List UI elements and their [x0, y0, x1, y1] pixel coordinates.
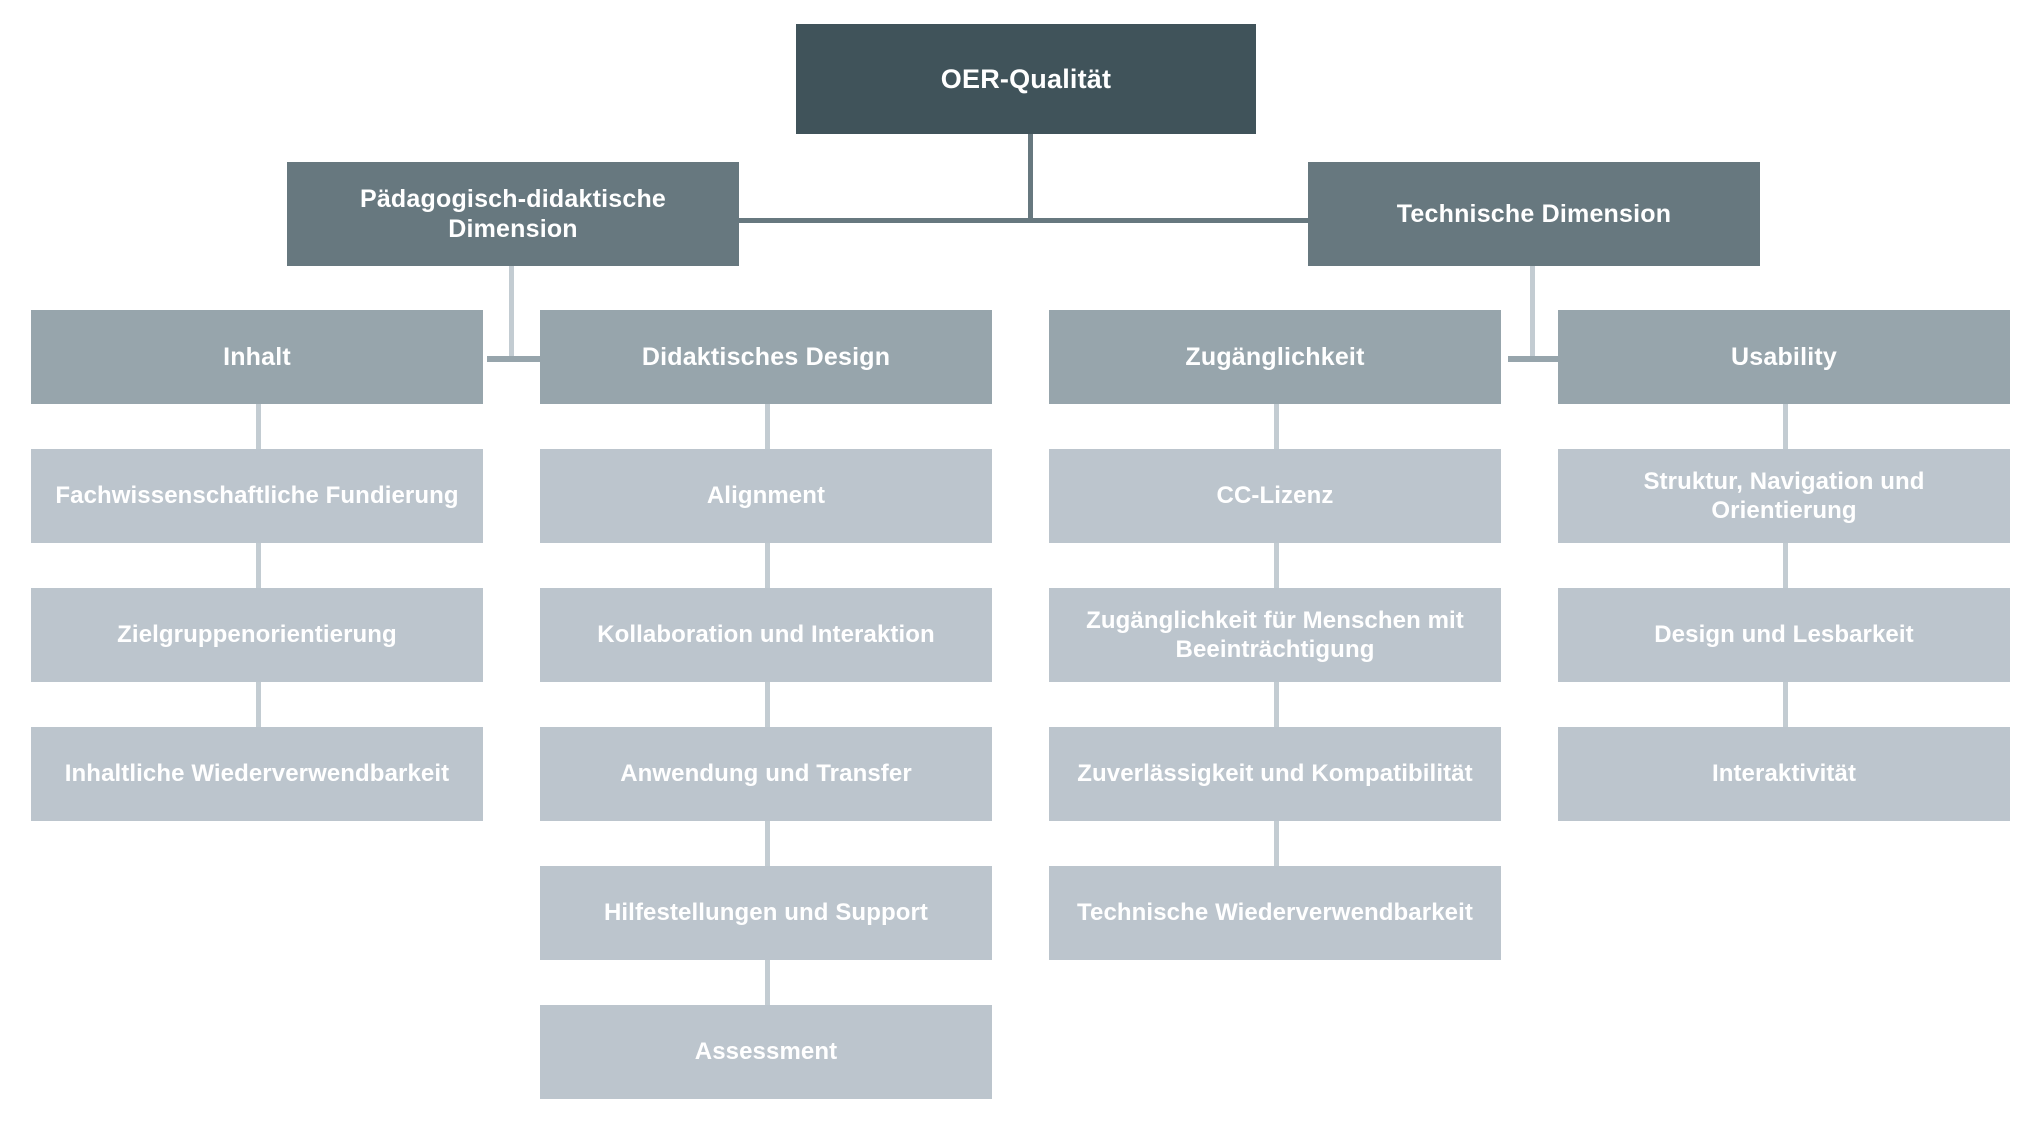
leaf-anwendung-und-transfer[interactable]: Anwendung und Transfer [540, 727, 992, 821]
leaf-design-und-lesbarkeit[interactable]: Design und Lesbarkeit [1558, 588, 2010, 682]
leaf-cc-lizenz[interactable]: CC-Lizenz [1049, 449, 1501, 543]
connector-tech-stem [1530, 266, 1535, 358]
node-dimension-technisch[interactable]: Technische Dimension [1308, 162, 1760, 266]
connector-ped-stem [509, 266, 514, 358]
node-root-oer-qualitaet[interactable]: OER-Qualität [796, 24, 1256, 134]
leaf-hilfestellungen-und-support[interactable]: Hilfestellungen und Support [540, 866, 992, 960]
node-dimension-paedagogisch-didaktisch[interactable]: Pädagogisch-didaktische Dimension [287, 162, 739, 266]
node-category-inhalt[interactable]: Inhalt [31, 310, 483, 404]
leaf-fachwissenschaftliche-fundierung[interactable]: Fachwissenschaftliche Fundierung [31, 449, 483, 543]
leaf-kollaboration-und-interaktion[interactable]: Kollaboration und Interaktion [540, 588, 992, 682]
connector-root-stem [1028, 134, 1033, 222]
leaf-struktur-navigation-und-orientierung[interactable]: Struktur, Navigation und Orientierung [1558, 449, 2010, 543]
leaf-zielgruppenorientierung[interactable]: Zielgruppenorientierung [31, 588, 483, 682]
node-category-didaktisches-design[interactable]: Didaktisches Design [540, 310, 992, 404]
connector-ped-bar [487, 356, 545, 362]
leaf-technische-wiederverwendbarkeit[interactable]: Technische Wiederverwendbarkeit [1049, 866, 1501, 960]
node-category-zugaenglichkeit[interactable]: Zugänglichkeit [1049, 310, 1501, 404]
connector-root-bar [735, 218, 1320, 223]
leaf-interaktivitaet[interactable]: Interaktivität [1558, 727, 2010, 821]
leaf-inhaltliche-wiederverwendbarkeit[interactable]: Inhaltliche Wiederverwendbarkeit [31, 727, 483, 821]
leaf-zugaenglichkeit-fuer-menschen-mit-beeintraechtigung[interactable]: Zugänglichkeit für Menschen mit Beeinträ… [1049, 588, 1501, 682]
leaf-zuverlaessigkeit-und-kompatibilitaet[interactable]: Zuverlässigkeit und Kompatibilität [1049, 727, 1501, 821]
leaf-assessment[interactable]: Assessment [540, 1005, 992, 1099]
connector-tech-bar [1508, 356, 1566, 362]
leaf-alignment[interactable]: Alignment [540, 449, 992, 543]
node-category-usability[interactable]: Usability [1558, 310, 2010, 404]
